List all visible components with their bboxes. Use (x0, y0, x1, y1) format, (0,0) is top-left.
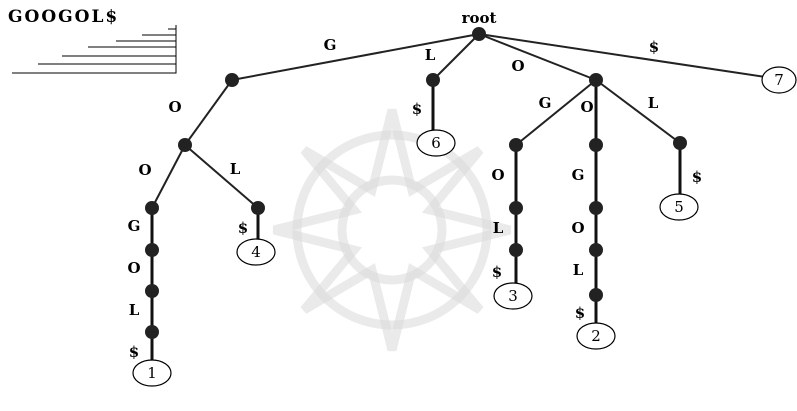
node-goo (145, 201, 159, 215)
edge-label-oog-o: O (571, 219, 584, 237)
edge-label-ogol-end: $ (492, 263, 502, 281)
node-go (178, 138, 192, 152)
watermark-logo (272, 108, 512, 352)
edge-label-ogo-l: L (493, 219, 504, 237)
leaf-7 (761, 66, 797, 94)
leaf-2-label: 2 (591, 327, 601, 345)
node-og (509, 138, 523, 152)
edge-root-g (231, 33, 480, 81)
edge-label-root-g: G (324, 36, 337, 54)
leaf-1-label: 1 (147, 364, 157, 382)
node-ogo (509, 201, 523, 215)
leaf-6-label: 6 (431, 134, 441, 152)
edge-label-root-end: $ (649, 38, 659, 56)
edge-g-o (184, 79, 233, 146)
edge-label-oogol-end: $ (575, 304, 585, 322)
root-label: root (462, 9, 497, 27)
node-o (589, 73, 603, 87)
suffix-bracket-5 (116, 25, 177, 42)
leaf-4 (236, 238, 276, 266)
edge-label-root-l: L (425, 46, 436, 64)
edge-label-ol-end: $ (692, 168, 702, 186)
node-g (225, 73, 239, 87)
leaf-1 (132, 359, 172, 387)
node-ogol (509, 243, 523, 257)
node-goog (145, 243, 159, 257)
leaf-7-label: 7 (774, 71, 784, 89)
suffix-bracket-2 (38, 25, 177, 65)
edge-o-g (515, 79, 597, 146)
edge-label-go-o: O (138, 161, 151, 179)
leaf-6 (416, 129, 456, 157)
edge-label-go-l: L (230, 160, 241, 178)
edge-go-l (184, 144, 259, 209)
node-oog (589, 201, 603, 215)
leaf-nodes: 1 2 3 4 5 6 7 (132, 66, 797, 387)
edge-label-o-g: G (539, 94, 552, 112)
edge-label-oogo-l: L (573, 261, 584, 279)
edge-o-l (595, 79, 681, 144)
node-oogo (589, 243, 603, 257)
node-ol (673, 136, 687, 150)
edge-root-l (432, 33, 480, 81)
node-googol (145, 325, 159, 339)
edge-label-goog-o: O (127, 259, 140, 277)
edge-root-end (478, 33, 773, 79)
edge-label-root-o: O (511, 57, 524, 75)
leaf-5 (659, 193, 699, 221)
word-label: GOOGOL$ (8, 7, 119, 27)
leaf-3-label: 3 (508, 287, 518, 305)
node-gol (251, 201, 265, 215)
node-googo (145, 284, 159, 298)
edge-label-gol-end: $ (238, 219, 248, 237)
suffix-bracket-4 (88, 25, 177, 48)
tree-nodes (145, 27, 687, 339)
leaf-5-label: 5 (674, 198, 684, 216)
node-oogol (589, 288, 603, 302)
edge-label-og-o: O (491, 166, 504, 184)
suffix-bracket-7 (168, 25, 177, 30)
edge-label-o-o: O (580, 98, 593, 116)
edge-label-goo-g: G (128, 217, 141, 235)
edge-label-o-l: L (648, 94, 659, 112)
edge-go-o (151, 144, 186, 209)
suffix-bracket-1 (12, 25, 177, 74)
edge-label-l-end: $ (412, 100, 422, 118)
leaf-4-label: 4 (251, 243, 261, 261)
leaf-3 (493, 282, 533, 310)
edge-label-googol-end: $ (129, 343, 139, 361)
node-l (426, 73, 440, 87)
edge-label-oo-g: G (572, 166, 585, 184)
root-node (472, 27, 486, 41)
edge-root-o (478, 33, 597, 81)
suffix-brackets (12, 25, 177, 74)
node-oo (589, 138, 603, 152)
suffix-bracket-6 (142, 25, 177, 36)
edge-label-g-o: O (168, 98, 181, 116)
leaf-2 (576, 322, 616, 350)
edge-labels: G L O $ O O L G O L $ $ $ G O L O L $ G … (127, 36, 702, 361)
edge-label-googo-l: L (129, 301, 140, 319)
